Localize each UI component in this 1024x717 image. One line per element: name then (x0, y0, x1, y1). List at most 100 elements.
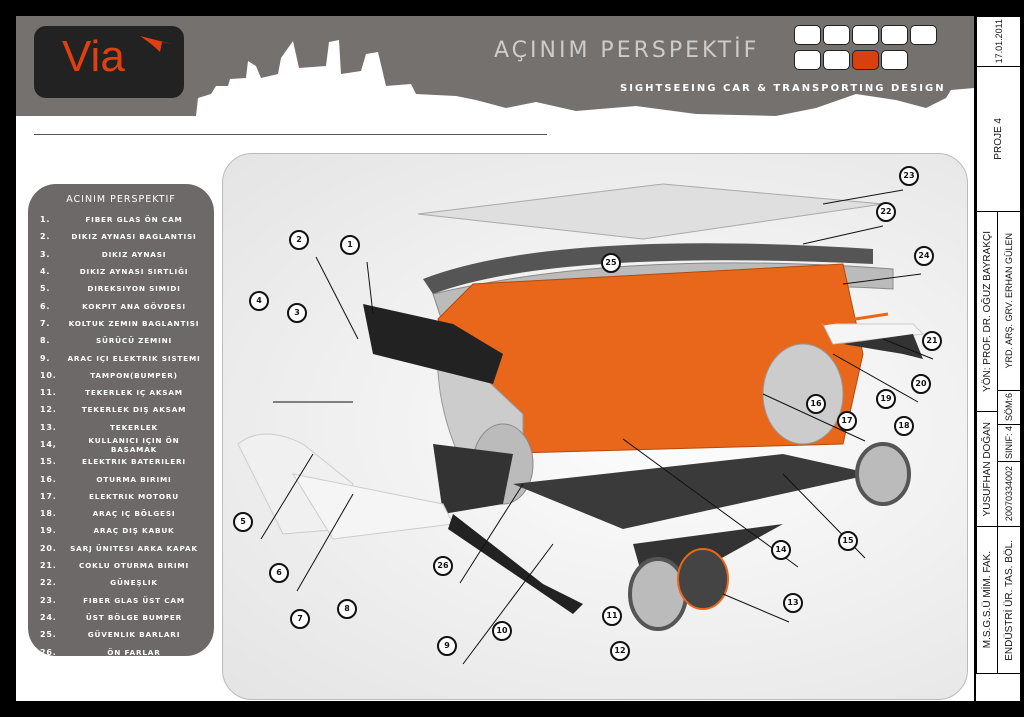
page-tile (794, 50, 821, 70)
legend-label: FIBER GLAS ÜST CAM (83, 595, 185, 605)
legend-number: 6. (40, 301, 51, 311)
parts-legend: ACINIM PERSPEKTIF 1.FIBER GLAS ÖN CAM 2. D… (28, 184, 214, 657)
legend-item: 25.GÜVENLIK BARLARI (28, 626, 214, 643)
callout-19: 19 (876, 389, 896, 409)
callout-13: 13 (783, 593, 803, 613)
page-tile (852, 25, 879, 45)
callout-9: 9 (437, 636, 457, 656)
legend-number: 14, (40, 440, 57, 449)
legend-item: 16. OTURMA BIRIMI (28, 470, 214, 487)
legend-item: 8.SÜRÜCÜ ZEMINI (28, 332, 214, 349)
legend-item: 9. ARAC IÇI ELEKTRIK SISTEMI (28, 349, 214, 366)
legend-number: 5. (40, 284, 51, 294)
legend-item: 18.ARAÇ IÇ BÖLGESI (28, 505, 214, 522)
city-skyline-graphic (16, 40, 974, 128)
legend-label: FIBER GLAS ÖN CAM (85, 215, 183, 225)
legend-number: 19. (40, 526, 57, 536)
legend-item: 12. TEKERLEK DIŞ AKSAM (28, 401, 214, 418)
legend-item: 26. ÖN FARLAR (28, 643, 214, 660)
header-banner: Via AÇINIM PERSPEKTİF SIGHTSEEING CAR & … (16, 16, 974, 128)
header-divider (34, 134, 547, 135)
legend-number: 17. (40, 491, 57, 501)
legend-label: ARAÇ DIŞ KABUK (93, 526, 175, 536)
poster-title: AÇINIM PERSPEKTİF (494, 38, 760, 63)
legend-item: 10. TAMPON(BUMPER) (28, 367, 214, 384)
legend-title: ACINIM PERSPEKTIF (66, 194, 176, 205)
legend-label: ARAC IÇI ELEKTRIK SISTEMI (67, 353, 201, 363)
project-cell: PROJE 4 (976, 66, 1021, 212)
legend-item: 7.KOLTUK ZEMIN BAGLANTISI (28, 315, 214, 332)
student-name-cell: YUSUFHAN DOĞAN (976, 411, 998, 527)
legend-item: 6. KOKPIT ANA GÖVDESI (28, 297, 214, 314)
legend-item: 23.FIBER GLAS ÜST CAM (28, 592, 214, 609)
callout-14: 14 (771, 540, 791, 560)
date-cell: 17.01.2011 (976, 16, 1021, 67)
legend-item: 1.FIBER GLAS ÖN CAM (28, 211, 214, 228)
legend-label: ARAÇ IÇ BÖLGESI (92, 509, 176, 519)
legend-number: 13. (40, 422, 57, 432)
title-block: M.S.G.S.Ü MİM. FAK. ENDÜSTRİ ÜR. TAS. BÖ… (975, 16, 1021, 701)
exploded-view-panel (222, 153, 968, 700)
legend-label: TEKERLEK DIŞ AKSAM (81, 405, 187, 415)
callout-22: 22 (876, 202, 896, 222)
legend-item: 20.SARJ ÜNITESI ARKA KAPAK (28, 540, 214, 557)
legend-label: ÜST BÖLGE BUMPER (85, 612, 183, 622)
legend-number: 26. (40, 647, 57, 657)
callout-26: 26 (433, 556, 453, 576)
via-logo: Via (34, 26, 184, 98)
callout-15: 15 (838, 531, 858, 551)
legend-label: ELEKTRIK MOTORU (89, 491, 179, 501)
legend-label: ÖN FARLAR (107, 647, 161, 657)
page-tile (910, 25, 937, 45)
legend-number: 10. (40, 370, 57, 380)
callout-8: 8 (337, 599, 357, 619)
student-number-cell: 20070334002 (997, 461, 1021, 527)
legend-number: 3. (40, 249, 51, 259)
callout-5: 5 (233, 512, 253, 532)
legend-label: TEKERLEK (110, 422, 158, 432)
legend-number: 4. (40, 267, 51, 277)
legend-label: DIKIZ AYNASI BAGLANTISI (71, 232, 197, 242)
callout-2: 2 (289, 230, 309, 250)
callout-1: 1 (340, 235, 360, 255)
legend-item: 21.COKLU OTURMA BIRIMI (28, 557, 214, 574)
legend-label: TAMPON(BUMPER) (90, 370, 178, 380)
legend-number: 20. (40, 543, 57, 553)
callout-10: 10 (492, 621, 512, 641)
legend-item: 2. DIKIZ AYNASI BAGLANTISI (28, 228, 214, 245)
callout-20: 20 (911, 374, 931, 394)
page-tile (794, 25, 821, 45)
legend-number: 16. (40, 474, 57, 484)
page-tile (823, 50, 850, 70)
legend-label: TEKERLEK IÇ AKSAM (85, 388, 183, 398)
assistant-cell: YRD. ARŞ. GRV. ERHAN GÜLEN (997, 211, 1021, 391)
legend-item: 22. GÜNEŞLIK (28, 574, 214, 591)
legend-item: 11.TEKERLEK IÇ AKSAM (28, 384, 214, 401)
legend-number: 2. (40, 232, 51, 242)
legend-item: 24.ÜST BÖLGE BUMPER (28, 609, 214, 626)
legend-number: 12. (40, 405, 57, 415)
legend-label: COKLU OTURMA BIRIMI (78, 561, 190, 571)
faculty-cell: M.S.G.S.Ü MİM. FAK. (976, 526, 998, 674)
legend-number: 22. (40, 578, 57, 588)
legend-label: OTURMA BIRIMI (96, 474, 172, 484)
legend-label: KOKPIT ANA GÖVDESI (82, 301, 186, 311)
legend-item: 13. TEKERLEK (28, 419, 214, 436)
callout-17: 17 (837, 411, 857, 431)
page-tile (852, 50, 879, 70)
legend-number: 9. (40, 353, 51, 363)
legend-item: 4.DIKIZ AYNASI SIRTLIĞI (28, 263, 214, 280)
callout-18: 18 (894, 416, 914, 436)
exploded-car-illustration (237, 183, 934, 665)
callout-21: 21 (922, 331, 942, 351)
legend-number: 7. (40, 318, 51, 328)
bird-logo-icon (140, 36, 172, 52)
page-tile (881, 50, 908, 70)
class-cell: SINIF: 4 (997, 424, 1021, 462)
legend-label: DIREKSIYON SIMIDI (87, 284, 181, 294)
legend-label: GÜNEŞLIK (110, 578, 158, 588)
callout-7: 7 (290, 609, 310, 629)
legend-label: GÜVENLIK BARLARI (87, 630, 181, 640)
callout-25: 25 (601, 253, 621, 273)
callout-3: 3 (287, 303, 307, 323)
